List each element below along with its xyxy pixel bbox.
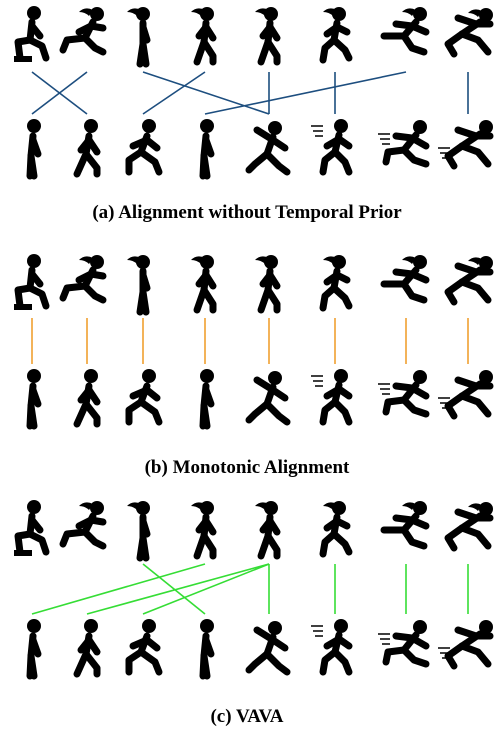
bottom-frame-figure-icon [245,121,291,176]
top-frame-figure-icon [59,255,107,304]
bottom-frame-figure-icon [245,621,291,676]
bottom-frame-figure-icon [125,369,163,426]
alignment-link [142,71,206,115]
bottom-frame-figure-icon [311,619,353,676]
caption-b: (b) Monotonic Alignment [144,457,350,478]
alignment-link [86,563,270,615]
top-frame-figure-icon [319,7,353,64]
bottom-frame-figure-icon [125,619,163,676]
top-frame-figure-icon [191,7,217,66]
top-frame-figure-icon [380,7,430,56]
caption-a: (a) Alignment without Temporal Prior [92,202,402,223]
bottom-frame-figure-icon [26,619,42,680]
bottom-frame-figure-icon [125,119,163,176]
alignment-link [142,563,206,615]
top-frame-figure-icon [255,501,281,560]
top-frame-figure-icon [59,501,107,550]
bottom-frame-figure-icon [73,119,101,178]
top-frame-figure-icon [127,255,151,316]
alignment-link [31,71,88,115]
top-frame-figure-icon [14,254,50,310]
top-frame-figure-icon [191,255,217,314]
bottom-frame-figure-icon [438,120,494,170]
alignment-link [31,563,206,615]
top-frame-figure-icon [444,8,494,58]
bottom-frame-figure-icon [311,369,353,426]
bottom-frame-figure-icon [26,119,42,180]
alignment-link [142,563,270,615]
panel-b [14,254,494,430]
bottom-frame-figure-icon [199,119,215,180]
top-frame-figure-icon [14,500,50,556]
top-frame-figure-icon [444,256,494,306]
top-frame-figure-icon [255,255,281,314]
bottom-frame-figure-icon [311,119,353,176]
top-frame-figure-icon [444,502,494,552]
bottom-frame-figure-icon [73,619,101,678]
panel-c [14,500,494,680]
top-frame-figure-icon [255,7,281,66]
panel-a [14,6,494,180]
bottom-frame-figure-icon [438,370,494,420]
caption-c: (c) VAVA [210,706,284,727]
alignment-link [142,71,270,115]
bottom-frame-figure-icon [26,369,42,430]
bottom-frame-figure-icon [378,120,430,168]
bottom-frame-figure-icon [438,620,494,670]
bottom-frame-figure-icon [199,619,215,680]
top-frame-figure-icon [319,255,353,312]
bottom-frame-figure-icon [245,371,291,426]
top-frame-figure-icon [191,501,217,560]
bottom-frame-figure-icon [378,620,430,668]
top-frame-figure-icon [127,501,151,562]
bottom-frame-figure-icon [73,369,101,428]
top-frame-figure-icon [14,6,50,62]
top-frame-figure-icon [319,501,353,558]
top-frame-figure-icon [127,7,151,68]
top-frame-figure-icon [59,7,107,56]
bottom-frame-figure-icon [199,369,215,430]
alignment-link [204,71,407,115]
top-frame-figure-icon [380,501,430,550]
bottom-frame-figure-icon [378,370,430,418]
top-frame-figure-icon [380,255,430,304]
